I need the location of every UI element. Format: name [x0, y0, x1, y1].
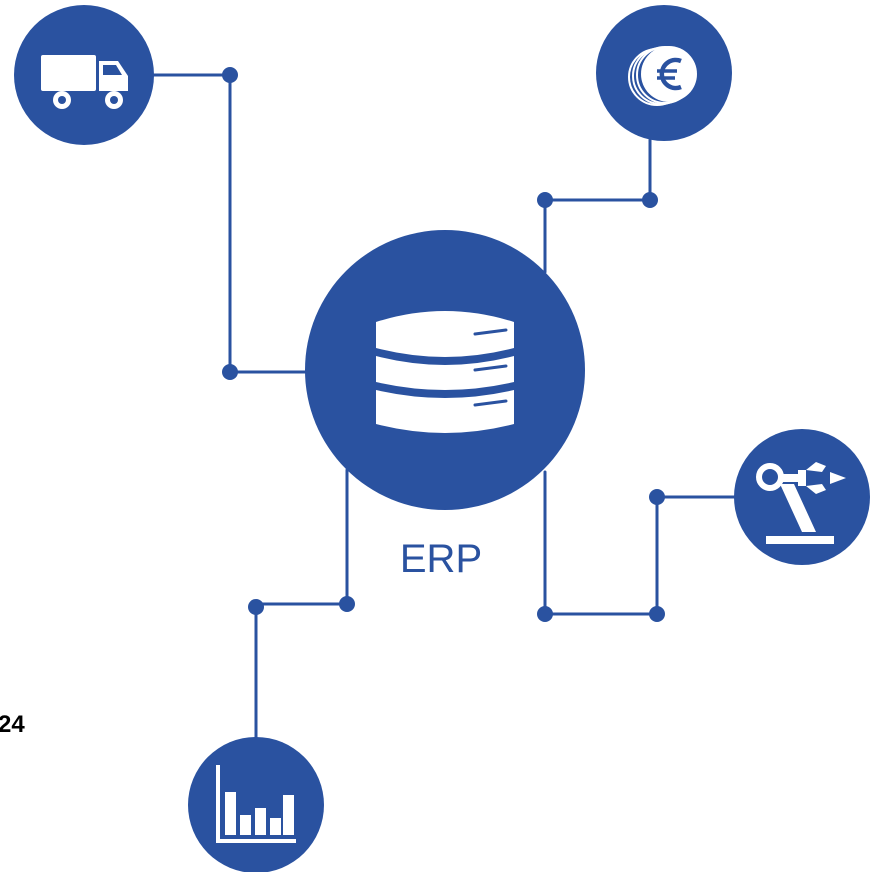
connector-analytics — [254, 468, 349, 742]
side-number: 24 — [0, 711, 25, 738]
connector-dot — [222, 364, 238, 380]
truck-icon — [41, 55, 128, 109]
connector-logistics — [150, 73, 312, 374]
robot-arm-icon — [756, 462, 846, 544]
connector-dots — [222, 67, 665, 622]
connector-dot — [339, 596, 355, 612]
connector-dot — [537, 192, 553, 208]
finance-node — [596, 5, 732, 141]
connector-finance — [543, 138, 652, 274]
production-node-circle — [734, 429, 870, 565]
analytics-node-circle — [188, 737, 324, 872]
erp-database-node — [305, 230, 585, 510]
connector-dot — [537, 606, 553, 622]
connector-production — [543, 470, 738, 616]
analytics-node — [188, 737, 324, 872]
production-node — [734, 429, 870, 565]
bar-chart-icon — [216, 765, 296, 843]
erp-label: ERP — [400, 537, 482, 581]
connector-dot — [649, 606, 665, 622]
connector-dot — [222, 67, 238, 83]
euro-coins-icon — [628, 46, 697, 106]
connector-dot — [649, 489, 665, 505]
connector-dot — [642, 192, 658, 208]
connector-dot — [248, 599, 264, 615]
database-icon — [376, 311, 514, 433]
logistics-node — [14, 5, 154, 145]
